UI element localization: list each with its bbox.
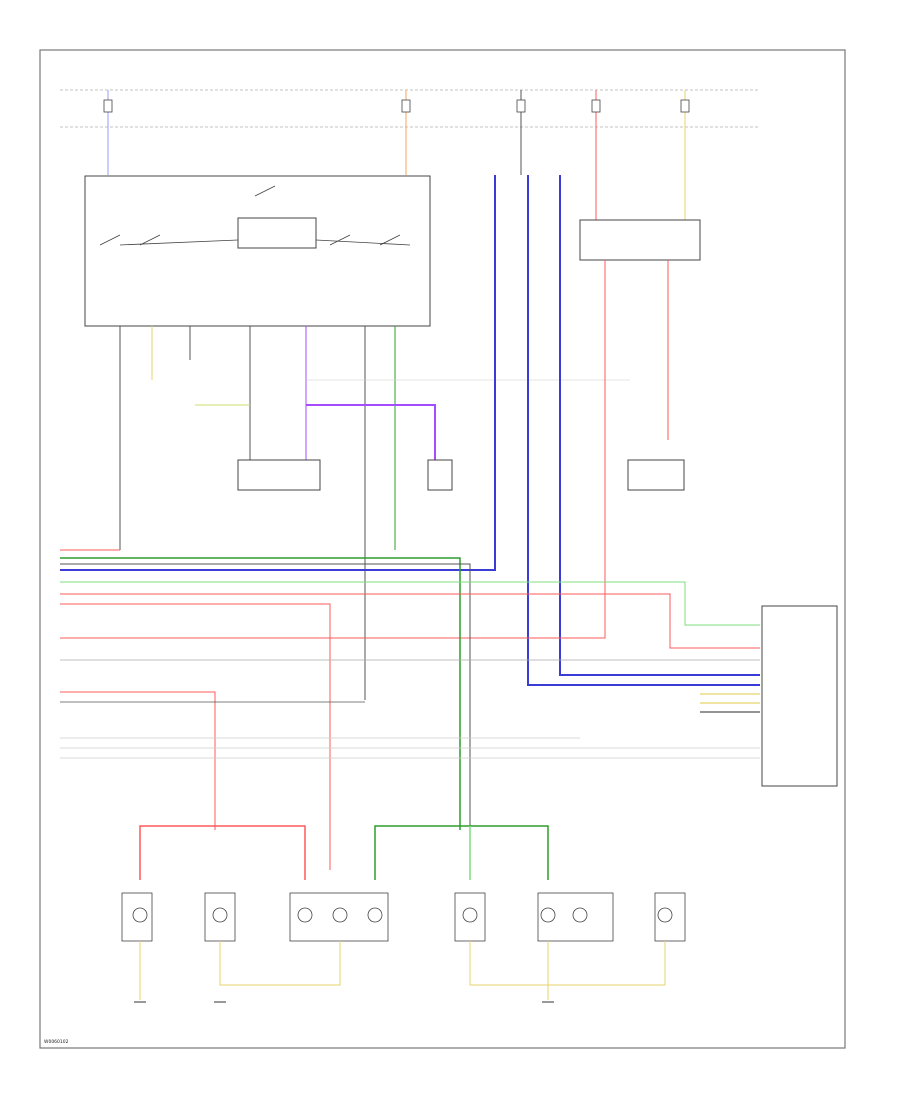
blue-wire-3 [559,175,760,676]
component-mid-1 [237,459,321,491]
diagram-frame [39,49,846,1049]
hazard-switch-box [84,175,431,327]
harness-lines [60,549,760,870]
component-mid-2 [427,459,453,491]
component-right-1 [627,459,685,491]
cluster-pin-wires [700,693,760,713]
fuse-symbols [103,99,690,113]
instrument-cluster [761,605,838,787]
turn-relay-box [579,219,701,261]
blue-wire-2 [527,175,760,686]
red-wire-relay [60,260,606,639]
blue-wire-1 [60,175,496,571]
ground-returns [139,941,666,1000]
switch-contacts [99,185,411,246]
lamp-feeds [139,825,549,880]
violet-wire [306,404,436,460]
switch-outputs [119,326,396,700]
lamp-boxes [121,892,686,942]
footer-code: W0060102 [44,1039,69,1045]
lamp-bulbs [132,907,673,923]
flasher-unit [237,217,317,249]
